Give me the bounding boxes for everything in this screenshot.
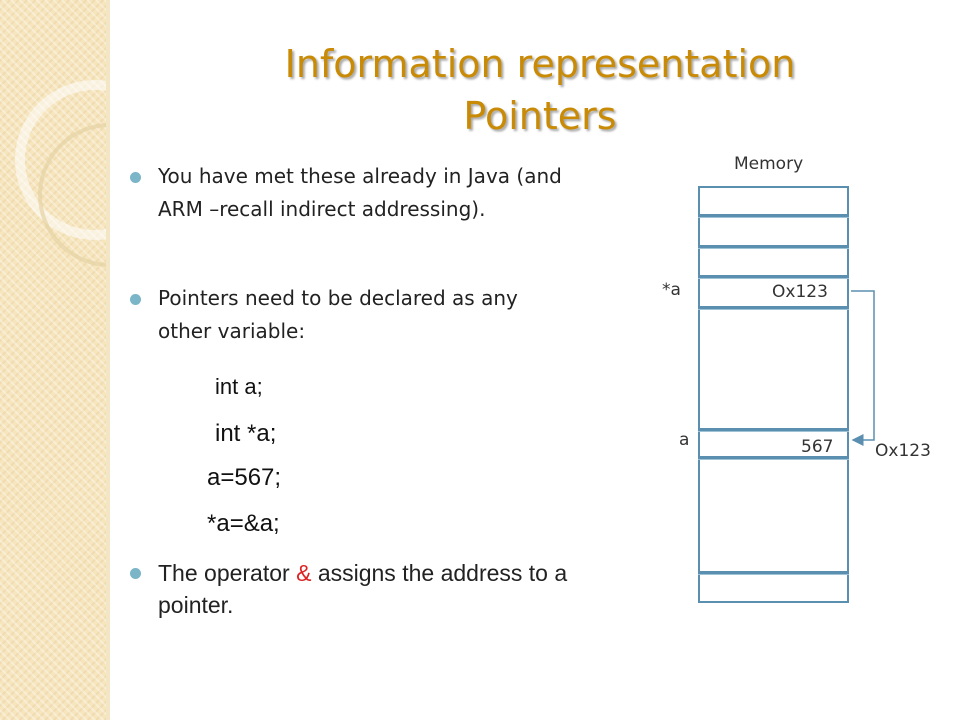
title-line-2: Pointers [463,94,617,138]
memory-cell-divider [698,428,849,431]
memory-cell-divider [698,306,849,309]
code-line: int a; [215,374,263,399]
bullet-dot-icon [130,568,141,579]
code-line: int *a; [215,420,277,447]
bullet-text-part: The operator [158,560,297,586]
memory-heading: Memory [734,154,804,174]
bullet-text-part: assigns the address to a pointer. [158,560,568,618]
sidebar-edge [106,0,110,720]
bullet-item: You have met these already in Java (and … [128,160,568,226]
memory-cell-divider [698,275,849,278]
variable-label: a [679,430,690,450]
bullet-text: You have met these already in Java (and … [158,164,562,221]
memory-cell-divider [698,245,849,248]
memory-cell-divider [698,571,849,574]
decorative-sidebar [0,0,108,720]
bullet-text: The operator & assigns the address to a … [158,557,568,621]
circle-ornament-icon [15,80,106,267]
memory-cell-divider [698,456,849,459]
bullet-item: Pointers need to be declared as any othe… [128,282,568,348]
variable-value: 567 [801,437,834,457]
code-line: a=567; [207,464,282,491]
code-line: *a=&a; [207,510,280,537]
address-label: Ox123 [875,441,931,461]
memory-cell-divider [698,214,849,217]
memory-block [698,186,849,603]
bullet-text: Pointers need to be declared as any othe… [158,286,518,343]
slide-title: Information representation Pointers [150,38,930,142]
bullet-item: The operator & assigns the address to a … [128,557,568,621]
operator-symbol: & [296,560,312,586]
bullet-dot-icon [130,294,141,305]
pointer-value: Ox123 [772,282,828,302]
bullet-dot-icon [130,172,141,183]
pointer-label: *a [662,280,681,300]
title-line-1: Information representation [284,42,796,86]
